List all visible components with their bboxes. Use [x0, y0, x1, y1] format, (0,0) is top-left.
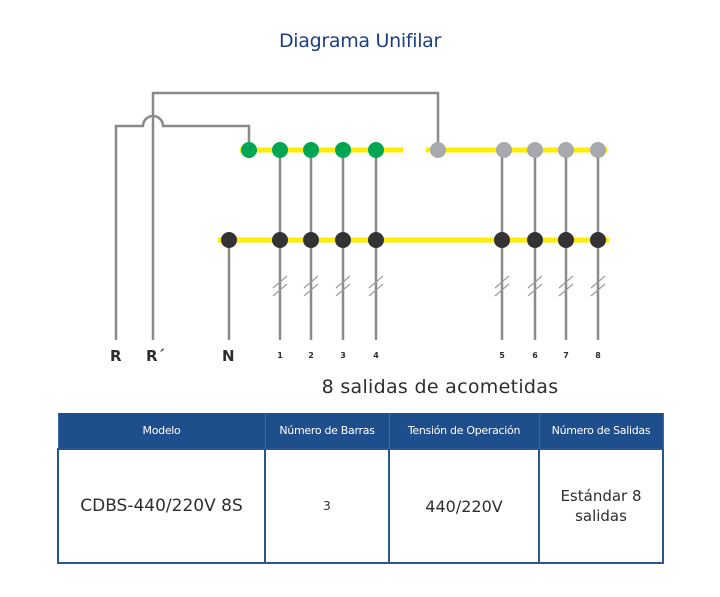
output-label-1: 1 [277, 351, 283, 360]
node-r-output [335, 142, 351, 158]
tick-mark [368, 283, 384, 297]
tick-mark [527, 283, 543, 297]
node-n-output [335, 232, 351, 248]
terminal-label-n: N [222, 347, 235, 365]
node-n-output [303, 232, 319, 248]
tick-mark [590, 283, 606, 297]
terminal-label-r: R [110, 347, 122, 365]
single-line-diagram: R R´ N 1 2 3 4 5 6 7 8 [110, 91, 609, 365]
output-label-4: 4 [373, 351, 379, 360]
header-tension: Tensión de Operación [388, 413, 540, 449]
node-r-prime-output [590, 142, 606, 158]
diagram-title: Diagrama Unifilar [278, 30, 442, 52]
node-r-output [368, 142, 384, 158]
tick-mark [558, 283, 574, 297]
table-row: CDBS-440/220V 8S 3 440/220V Estándar 8 s… [57, 448, 664, 564]
node-n-output [558, 232, 574, 248]
header-bars: Número de Barras [264, 413, 390, 449]
node-n-output [494, 232, 510, 248]
wire-r-feed [114, 114, 251, 340]
terminal-label-r-prime: R´ [146, 347, 165, 365]
wire-r-prime-feed [151, 91, 440, 340]
node-n-output [527, 232, 543, 248]
node-r-prime-output [527, 142, 543, 158]
tick-mark [494, 275, 510, 289]
tick-mark [335, 275, 351, 289]
node-r-feed [241, 142, 257, 158]
tick-mark [558, 275, 574, 289]
node-r-output [272, 142, 288, 158]
cell-outputs: Estándar 8 salidas [538, 448, 664, 564]
output-label-7: 7 [563, 351, 569, 360]
output-label-2: 2 [308, 351, 314, 360]
tick-mark [590, 275, 606, 289]
tick-mark [494, 283, 510, 297]
cell-model: CDBS-440/220V 8S [57, 448, 266, 564]
node-n-output [368, 232, 384, 248]
tick-mark [272, 275, 288, 289]
cell-bars: 3 [264, 448, 390, 564]
node-r-output [303, 142, 319, 158]
tick-mark [272, 283, 288, 297]
output-label-3: 3 [340, 351, 346, 360]
diagram-subtitle: 8 salidas de acometidas [321, 376, 559, 398]
node-n-output [272, 232, 288, 248]
node-n-feed [221, 232, 237, 248]
tick-mark [368, 275, 384, 289]
table-header-row: Modelo Número de Barras Tensión de Opera… [57, 413, 664, 449]
spec-table: Modelo Número de Barras Tensión de Opera… [57, 413, 664, 564]
node-n-output [590, 232, 606, 248]
cell-outputs-line2: salidas [575, 507, 627, 525]
output-label-8: 8 [595, 351, 601, 360]
tick-mark [335, 283, 351, 297]
tick-mark [303, 283, 319, 297]
output-label-6: 6 [532, 351, 538, 360]
node-r-prime-feed [430, 142, 446, 158]
node-r-prime-output [558, 142, 574, 158]
node-r-prime-output [496, 142, 512, 158]
cell-outputs-line1: Estándar 8 [560, 486, 642, 505]
output-label-5: 5 [499, 351, 505, 360]
cell-tension: 440/220V [388, 448, 540, 564]
tick-mark [527, 275, 543, 289]
header-outputs: Número de Salidas [538, 413, 664, 449]
tick-mark [303, 275, 319, 289]
header-model: Modelo [57, 413, 266, 449]
